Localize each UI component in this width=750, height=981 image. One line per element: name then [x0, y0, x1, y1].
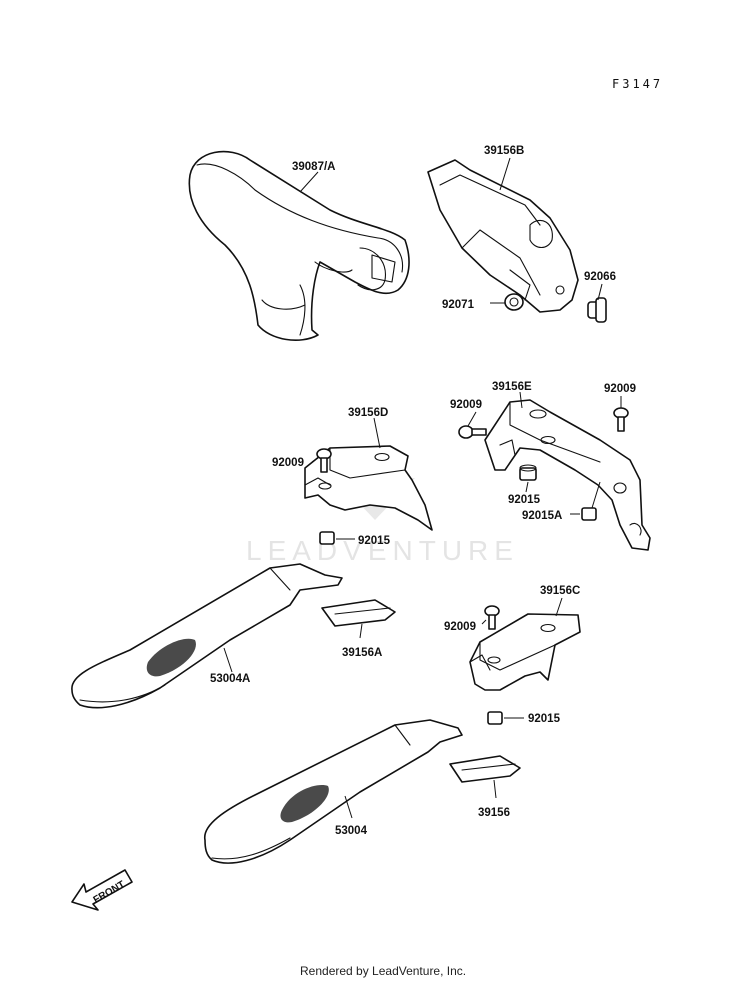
bolt-92009-e2[interactable]: [613, 407, 629, 432]
bolt-92009-c[interactable]: [484, 605, 500, 630]
label-53004a[interactable]: 53004A: [210, 673, 250, 685]
label-39156e[interactable]: 39156E: [492, 381, 532, 393]
nut-92015a[interactable]: [581, 507, 597, 521]
label-92009-e1[interactable]: 92009: [450, 399, 482, 411]
label-39087a[interactable]: 39087/A: [292, 161, 335, 173]
bracket-39156c[interactable]: [469, 613, 581, 691]
nut-92015-c[interactable]: [487, 711, 503, 725]
label-39156[interactable]: 39156: [478, 807, 510, 819]
watermark-text: LEADVENTURE: [246, 535, 519, 566]
label-92066[interactable]: 92066: [584, 271, 616, 283]
label-39156a[interactable]: 39156A: [342, 647, 382, 659]
diagram-code: F3147: [612, 77, 663, 91]
shield-53004[interactable]: [204, 719, 463, 864]
grommet-92071[interactable]: [504, 293, 524, 311]
bracket-39156d[interactable]: [304, 445, 433, 531]
front-arrow-icon: FRONT: [71, 869, 133, 911]
label-92071[interactable]: 92071: [442, 299, 475, 311]
label-53004[interactable]: 53004: [335, 825, 368, 837]
label-92015-c[interactable]: 92015: [528, 713, 561, 725]
nut-92015-e[interactable]: [519, 464, 537, 481]
label-92009-e2[interactable]: 92009: [604, 383, 636, 395]
bolt-92009-d[interactable]: [316, 448, 332, 473]
label-92009-c[interactable]: 92009: [444, 621, 476, 633]
label-39156c[interactable]: 39156C: [540, 585, 580, 597]
handlebar-cover-39087a[interactable]: [188, 150, 410, 341]
bracket-39156e[interactable]: [484, 399, 651, 551]
label-92015-d[interactable]: 92015: [358, 535, 391, 547]
label-92009-d[interactable]: 92009: [272, 457, 304, 469]
shield-53004a[interactable]: [71, 563, 343, 709]
cover-39156b[interactable]: [427, 159, 579, 313]
rivet-92066[interactable]: [587, 297, 607, 323]
label-92015a[interactable]: 92015A: [522, 510, 562, 522]
bolt-92009-e1[interactable]: [458, 425, 487, 439]
pad-39156a[interactable]: [321, 599, 396, 627]
label-92015-e[interactable]: 92015: [508, 494, 541, 506]
footer-credit: Rendered by LeadVenture, Inc.: [300, 964, 466, 978]
pad-39156[interactable]: [449, 755, 521, 783]
label-39156b[interactable]: 39156B: [484, 145, 524, 157]
nut-92015-d[interactable]: [319, 531, 335, 545]
label-39156d[interactable]: 39156D: [348, 407, 388, 419]
